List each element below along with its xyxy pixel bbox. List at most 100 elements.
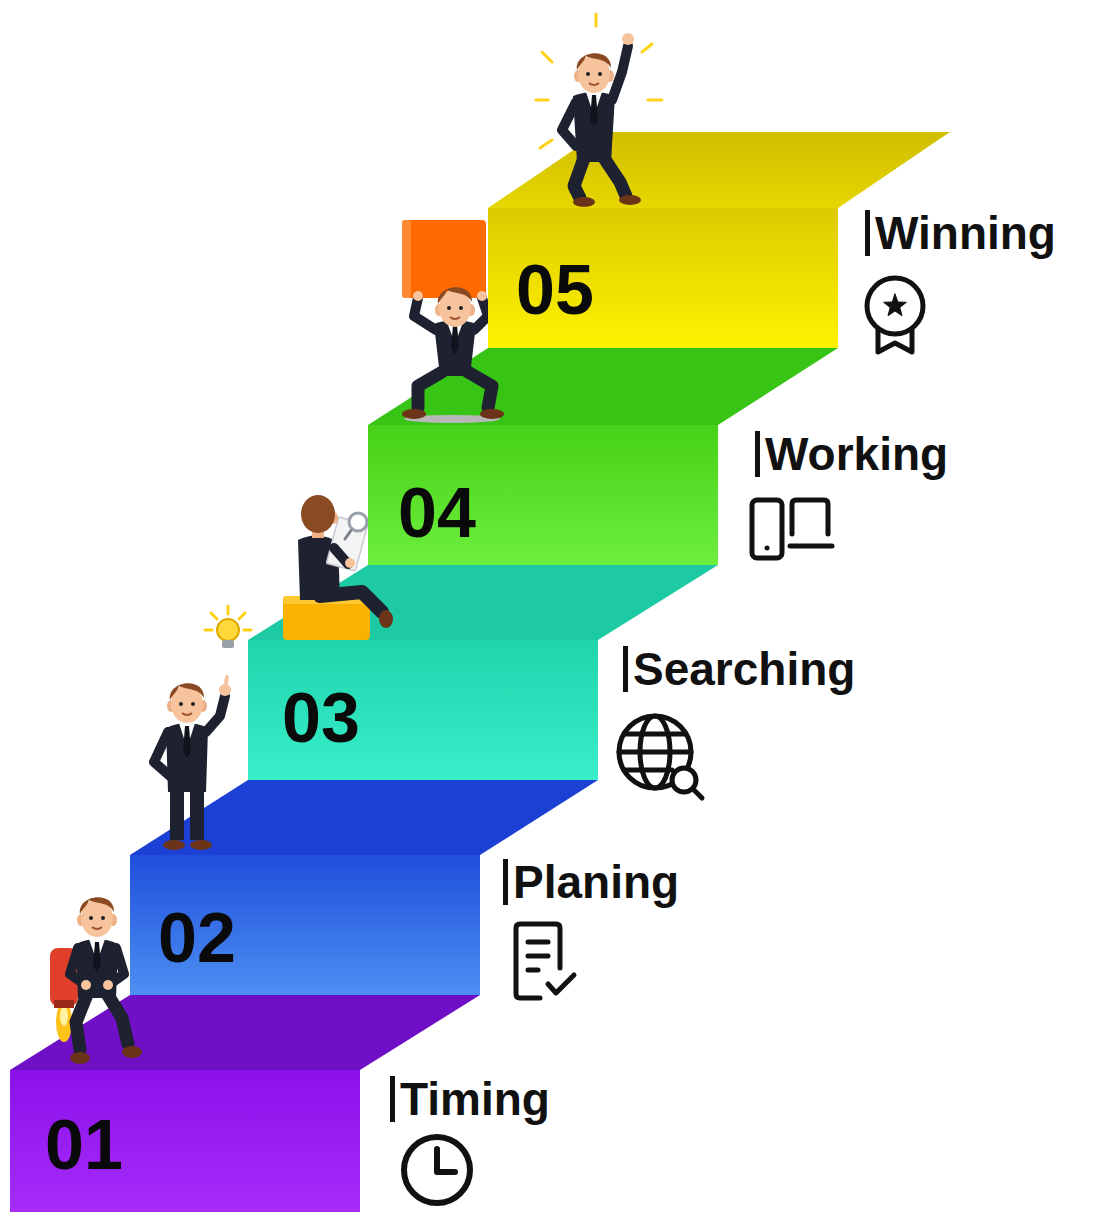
lifting-businessman-part [435,287,475,327]
idea-businessman-part [227,606,230,614]
winning-businessman-part [604,158,626,196]
clock-icon-part [404,1137,470,1203]
winning-businessman-part [574,158,584,198]
reading-businessman-part [283,596,370,640]
lifting-businessman-part [468,372,492,408]
globe-search-icon-part [624,732,686,737]
lifting-businessman-part [402,220,411,298]
step-label: Planing [503,859,679,905]
idea-businessman-part [190,788,204,840]
idea-businessman-part [183,726,191,758]
idea-businessman-part [217,619,239,641]
reading-businessman-part [320,592,382,612]
winning-businessman-part [540,140,552,148]
checklist-icon [516,924,574,998]
step-box: 05Winning [488,208,838,348]
winning-businessman-part [612,46,628,100]
devices-icon [752,500,832,558]
winning-businessman-part [619,195,641,205]
jetpack-businessman-part [110,948,124,984]
step-box: 03Searching [248,640,598,780]
lifting-businessman-part [402,409,426,419]
winning-businessman-part [595,14,598,26]
winning-businessman-part [642,44,652,52]
step-number: 04 [398,478,476,548]
jetpack-businessman-part [76,992,88,1050]
winning-businessman-part [536,99,548,102]
jetpack-businessman-part [122,1046,142,1058]
lifting-businessman-part [414,298,436,330]
idea-businessman-part [225,677,227,688]
idea-businessman-part [190,840,212,850]
reading-businessman-part [301,495,335,533]
clock-icon [404,1137,470,1203]
winning-businessman-part [562,102,576,146]
step-number: 02 [158,903,236,973]
reading-businessman-part [345,529,352,539]
jetpack-businessman-part [60,1006,68,1026]
lifting-businessman-part [451,325,459,354]
winning-businessman-part [590,95,598,126]
devices-icon-part [790,544,832,549]
winning-businessman-part [648,99,662,102]
reading-businessman-part [379,610,393,628]
step-box: 01Timing [10,1070,360,1212]
winning-businessman-part [622,33,634,45]
devices-icon-part [765,546,770,551]
jetpack-businessman-part [93,942,101,972]
step-number: 05 [516,255,594,325]
step-label: Searching [623,646,855,692]
checklist-icon-part [528,954,548,959]
jetpack-businessman-part [103,980,113,990]
devices-icon-part [792,500,828,534]
globe-search-icon-part [619,750,691,755]
step-label: Working [755,431,948,477]
checklist-icon-part [528,940,548,945]
jetpack-businessman-part [70,948,84,984]
globe-search-icon-part [624,768,672,773]
lifting-businessman-part [413,291,423,301]
lifting-businessman-part [418,372,442,408]
jetpack-businessman [50,897,142,1064]
idea-businessman-part [170,788,184,840]
award-icon-part [867,278,923,334]
step-box: 04Working [368,425,718,565]
step-box: 02Planing [130,855,480,995]
lifting-businessman-part [477,291,487,301]
winning-businessman-part [573,197,595,207]
step-number: 01 [45,1110,123,1180]
reading-businessman-part [349,513,367,531]
reading-businessman-part [345,558,355,568]
devices-icon-part [752,500,782,558]
award-icon-part [884,294,907,316]
award-icon [867,278,923,352]
step-label: Winning [865,210,1056,256]
checklist-icon-part [548,975,574,993]
jetpack-businessman-part [81,980,91,990]
clock-icon-part [437,1149,455,1172]
winning-businessman-part [542,52,552,62]
lifting-businessman-part [474,298,488,330]
jetpack-businessman-part [70,1052,90,1064]
idea-businessman-part [167,683,207,723]
step-number: 03 [282,683,360,753]
jetpack-businessman-part [54,1000,74,1008]
globe-search-icon-part [693,789,702,798]
step-top-faces [10,132,950,1070]
idea-businessman-part [163,840,185,850]
idea-businessman-part [239,613,245,619]
idea-businessman [154,606,251,850]
step-label: Timing [390,1076,550,1122]
idea-businessman-part [222,640,234,648]
checklist-icon-part [528,968,538,973]
idea-businessman-part [205,629,212,632]
award-icon-part [878,329,912,352]
winning-businessman-part [574,53,614,93]
step-top [488,132,950,208]
idea-businessman-part [244,629,251,632]
globe-search-icon [619,716,702,798]
idea-businessman-part [211,613,217,619]
jetpack-businessman-part [77,897,117,937]
